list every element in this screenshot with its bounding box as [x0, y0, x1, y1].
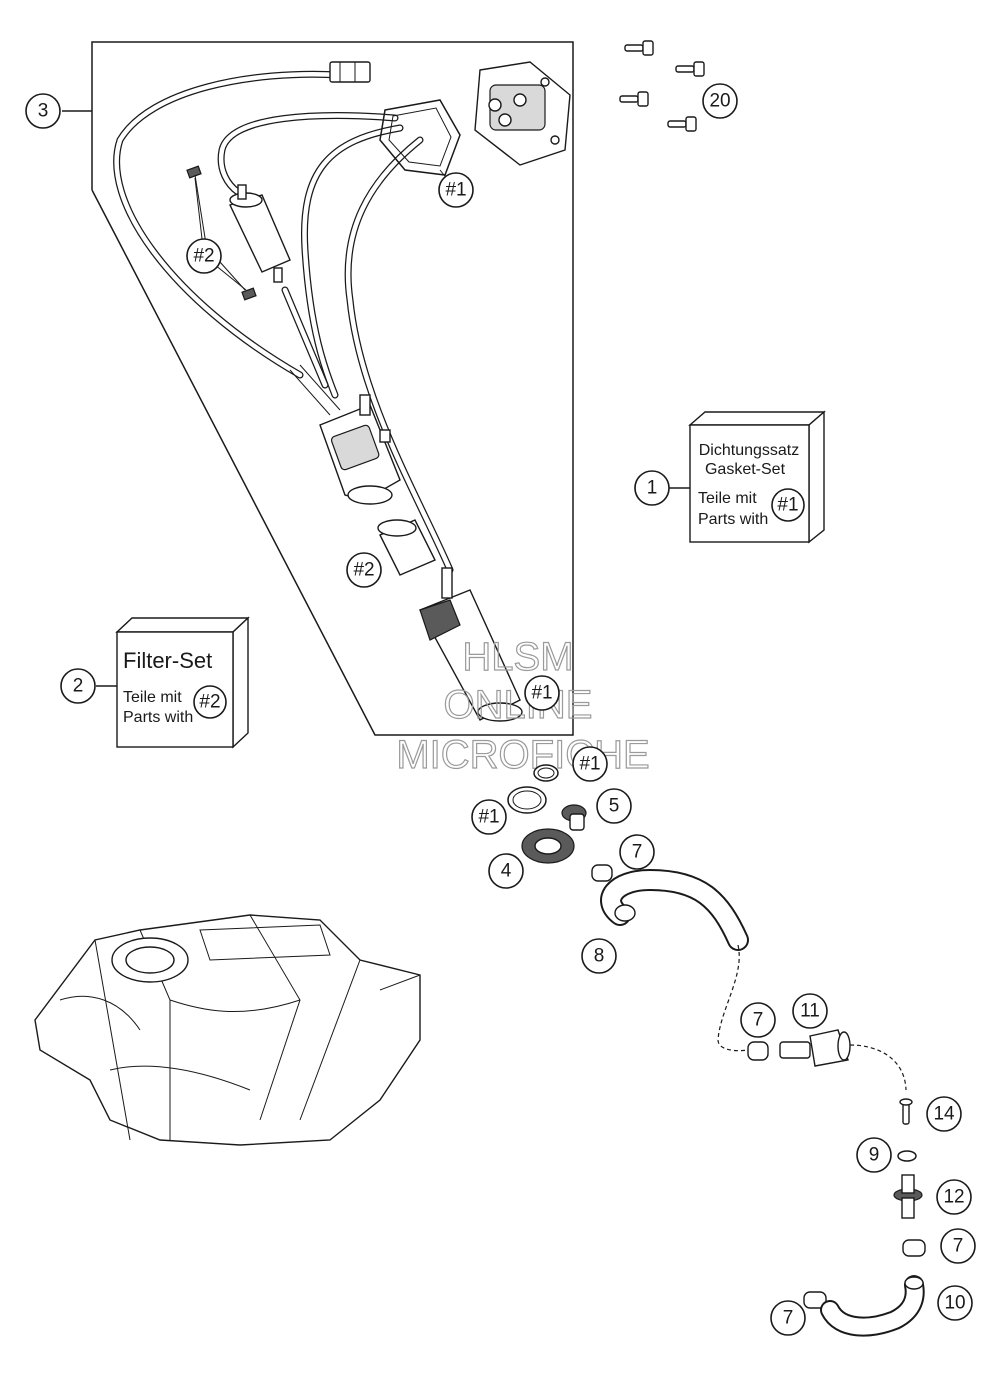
callout-11: 11 [792, 993, 828, 1029]
ref-2-filter: #2 [186, 238, 222, 274]
pump-strainer [419, 567, 523, 722]
breather-hose-lower [820, 1275, 925, 1337]
svg-text:3: 3 [38, 101, 49, 122]
svg-text:7: 7 [632, 842, 643, 863]
svg-text:9: 9 [869, 1145, 880, 1166]
ref-1-small-seal: #1 [572, 746, 608, 782]
fuel-tank [34, 914, 421, 1146]
svg-text:12: 12 [943, 1187, 964, 1208]
callout-20: 20 [702, 83, 738, 119]
svg-text:14: 14 [933, 1104, 955, 1125]
callout-10: 10 [937, 1285, 973, 1321]
svg-text:#1: #1 [445, 180, 466, 201]
svg-text:#2: #2 [353, 560, 374, 581]
ref-2-sleeve: #2 [346, 552, 382, 588]
svg-text:7: 7 [753, 1010, 764, 1031]
grommet [521, 828, 575, 864]
filter-set-box: Filter-Set Teile mit Parts with #2 [96, 616, 250, 749]
callout-5: 5 [596, 788, 632, 824]
gasket-set-line3: Teile mit [698, 490, 757, 507]
fuel-filter [186, 165, 291, 301]
svg-text:4: 4 [501, 861, 512, 882]
callout-12: 12 [936, 1179, 972, 1215]
svg-text:#2: #2 [193, 246, 214, 267]
svg-text:20: 20 [709, 91, 730, 112]
callout-7d: 7 [770, 1300, 806, 1336]
callout-2: 2 [60, 668, 96, 704]
svg-text:HLSM: HLSM [462, 635, 573, 679]
svg-text:1: 1 [647, 478, 658, 499]
ref-1-ring: #1 [471, 799, 507, 835]
svg-text:7: 7 [783, 1308, 794, 1329]
filter-set-title: Filter-Set [123, 648, 212, 673]
gasket-set-ref: #1 [771, 488, 805, 522]
svg-text:7: 7 [953, 1236, 964, 1257]
quick-coupling [779, 1029, 851, 1067]
hose-path-dash-1 [717, 944, 749, 1052]
pump-flange [474, 61, 571, 166]
svg-text:11: 11 [800, 1001, 820, 1022]
svg-text:ONLINE: ONLINE [444, 683, 593, 727]
breather-hose-upper [600, 868, 749, 951]
seal-rings [507, 764, 559, 814]
svg-text:MICROFICHE: MICROFICHE [396, 733, 649, 777]
svg-text:2: 2 [73, 676, 84, 697]
valve [893, 1174, 923, 1219]
filter-set-line2: Parts with [123, 709, 193, 726]
callout-9: 9 [856, 1137, 892, 1173]
svg-text:8: 8 [594, 946, 605, 967]
callout-7c: 7 [940, 1228, 976, 1264]
svg-text:#1: #1 [579, 754, 600, 775]
callout-3: 3 [25, 93, 61, 129]
callout-7b: 7 [740, 1002, 776, 1038]
svg-text:#1: #1 [777, 495, 798, 516]
callout-1: 1 [634, 470, 670, 506]
screws [619, 40, 705, 132]
watermark: HLSM ONLINE MICROFICHE [396, 634, 651, 777]
flange-gasket [379, 99, 461, 176]
gasket-set-line2: Gasket-Set [705, 461, 786, 478]
svg-text:5: 5 [609, 796, 620, 817]
hose-path-dash-2 [849, 1044, 907, 1091]
callout-8: 8 [581, 938, 617, 974]
callout-4: 4 [488, 853, 524, 889]
callout-14: 14 [926, 1096, 962, 1132]
fuel-hoses [113, 61, 454, 574]
ref-1-flange-gasket: #1 [438, 172, 474, 208]
filter-set-ref: #2 [193, 685, 227, 719]
tank-nipple [561, 804, 587, 831]
filter-set-line1: Teile mit [123, 689, 182, 706]
svg-text:#1: #1 [478, 807, 499, 828]
svg-text:10: 10 [944, 1293, 965, 1314]
pump-assembly-frame [62, 41, 574, 736]
hose-clamps [591, 864, 926, 1309]
pump-body [289, 364, 401, 505]
gasket-set-line4: Parts with [698, 511, 768, 528]
gasket-set-line1: Dichtungssatz [699, 442, 800, 459]
gasket-set-box: Dichtungssatz Gasket-Set Teile mit Parts… [669, 410, 826, 544]
pin [899, 1098, 913, 1125]
o-ring [897, 1150, 917, 1162]
svg-text:#2: #2 [199, 692, 220, 713]
ref-1-strainer-seal: #1 [524, 675, 560, 711]
pump-sleeve [377, 519, 436, 576]
svg-text:#1: #1 [531, 683, 552, 704]
callout-7a: 7 [619, 834, 655, 870]
